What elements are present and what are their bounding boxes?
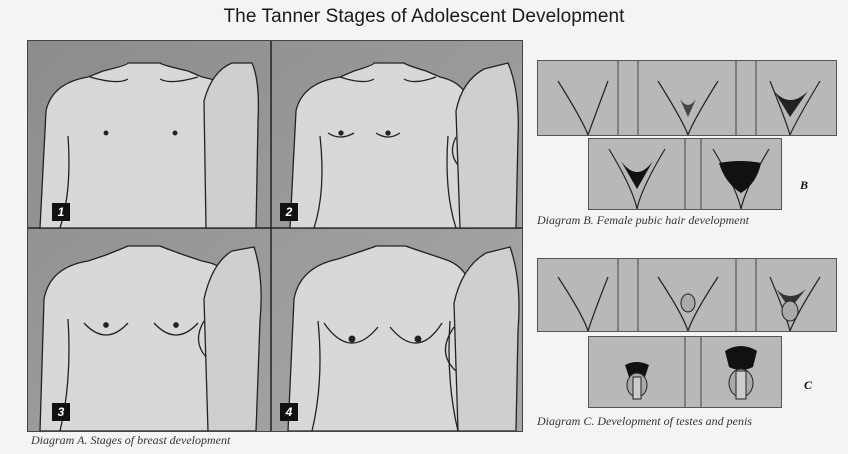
diagram-b-top-strip <box>537 60 837 136</box>
genital-stages-1-3 <box>538 259 836 331</box>
page-title: The Tanner Stages of Adolescent Developm… <box>0 6 848 28</box>
pubic-hair-stages-1-3 <box>538 61 836 135</box>
stage-1-label: 1 <box>52 203 70 221</box>
diagram-c-letter: C <box>804 378 812 393</box>
stage-1-figure <box>40 63 258 228</box>
diagram-c-caption: Diagram C. Development of testes and pen… <box>537 414 752 429</box>
genital-stages-4-5 <box>589 337 781 407</box>
diagram-b-bottom-strip <box>588 138 782 210</box>
diagram-c-top-strip <box>537 258 837 332</box>
diagram-b-letter: B <box>800 178 808 193</box>
diagram-b-caption: Diagram B. Female pubic hair development <box>537 213 749 228</box>
stage-2-label: 2 <box>280 203 298 221</box>
diagram-a-caption: Diagram A. Stages of breast development <box>31 433 230 448</box>
stage-3-label: 3 <box>52 403 70 421</box>
stage-2-figure <box>290 63 518 228</box>
stage-3-figure <box>40 246 261 431</box>
breast-development-diagram: 1 2 3 4 <box>27 40 523 432</box>
stage-4-label: 4 <box>280 403 298 421</box>
stage-4-figure <box>288 246 519 431</box>
breast-development-illustration <box>28 41 522 431</box>
pubic-hair-stages-4-5 <box>589 139 781 209</box>
diagram-c-bottom-strip <box>588 336 782 408</box>
